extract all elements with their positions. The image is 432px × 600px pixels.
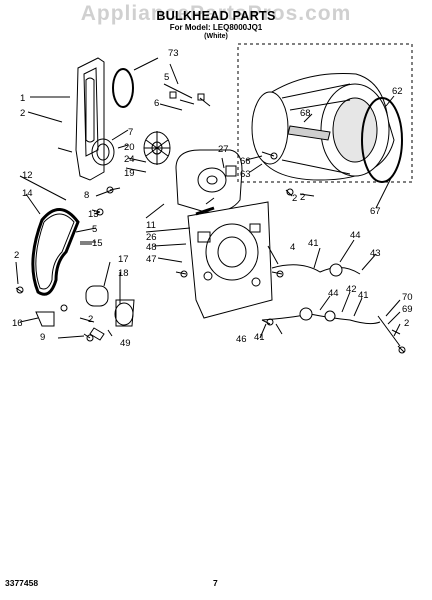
callout-19: 19	[124, 168, 135, 179]
callout-18: 18	[118, 268, 129, 279]
motor	[85, 285, 109, 307]
callout-49: 49	[120, 338, 131, 349]
callout-2: 2	[20, 108, 25, 119]
callout-41c: 41	[254, 332, 265, 343]
dryer-drum	[251, 73, 395, 181]
color-line: (White)	[204, 33, 228, 40]
callout-4: 4	[290, 242, 295, 253]
screws	[15, 147, 406, 354]
callout-2f: 2	[300, 192, 305, 203]
leader-lines	[15, 57, 401, 339]
callout-68: 68	[300, 108, 311, 119]
callout-69: 69	[402, 304, 413, 315]
callout-14: 14	[22, 188, 33, 199]
callout-8: 8	[84, 190, 89, 201]
callout-63: 63	[240, 169, 251, 180]
callout-5: 5	[164, 72, 169, 83]
callout-2b: 2	[292, 193, 297, 204]
rear-bulkhead	[187, 201, 273, 319]
callout-42: 42	[346, 284, 357, 295]
callout-2d: 2	[88, 314, 93, 325]
diagram-title: BULKHEAD PARTS	[156, 9, 276, 23]
callout-67: 67	[370, 206, 381, 217]
drum-group-box	[237, 43, 413, 183]
callout-20: 20	[124, 142, 135, 153]
callout-24: 24	[124, 154, 135, 165]
callout-26: 26	[146, 232, 157, 243]
callout-6: 6	[154, 98, 159, 109]
bulkhead-panel	[75, 57, 105, 181]
callout-11: 11	[146, 220, 156, 231]
doc-number: 3377458	[5, 578, 39, 588]
callout-16: 16	[12, 318, 23, 329]
seal-ring	[112, 68, 134, 108]
model-line: For Model: LEQ8000JQ1	[169, 23, 263, 32]
callout-66: 66	[240, 156, 251, 167]
page-number: 7	[213, 578, 218, 588]
callout-44b: 44	[328, 288, 339, 299]
callout-1: 1	[20, 93, 25, 104]
callout-46: 46	[236, 334, 247, 345]
callout-17: 17	[118, 254, 129, 265]
callout-41b: 41	[358, 290, 369, 301]
callout-7: 7	[128, 127, 133, 138]
callout-73: 73	[168, 48, 179, 59]
callout-2c: 2	[14, 250, 19, 261]
callout-48: 48	[146, 242, 157, 253]
blower-housing	[175, 149, 243, 213]
callout-43: 43	[370, 248, 381, 259]
callout-9: 9	[40, 332, 45, 343]
callout-13: 13	[88, 209, 99, 220]
callout-5b: 5	[92, 224, 97, 235]
callout-62: 62	[392, 86, 403, 97]
callout-47: 47	[146, 254, 157, 265]
callout-70: 70	[402, 292, 413, 303]
blower-wheel	[143, 131, 171, 165]
callout-12: 12	[22, 170, 33, 181]
drive-belt	[31, 208, 80, 296]
callout-27: 27	[218, 144, 229, 155]
watermark: AppliancePartsPros.com	[80, 2, 352, 25]
callout-2e: 2	[404, 318, 409, 329]
callout-44: 44	[350, 230, 361, 241]
callout-41: 41	[308, 238, 319, 249]
heater-wiring	[261, 264, 401, 347]
callout-15: 15	[92, 238, 103, 249]
